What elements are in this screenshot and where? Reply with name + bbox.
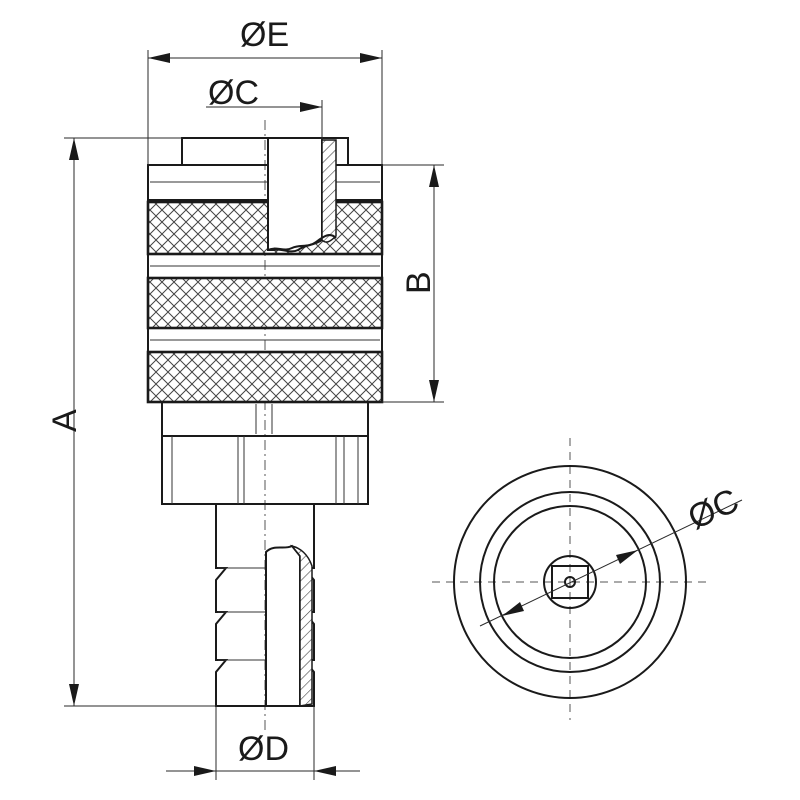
hex-nut [161,401,369,505]
dimension-e: ØE [147,16,383,165]
bore-ring [543,555,597,609]
dim-e-label: ØE [240,16,289,54]
outer-ring [453,465,687,699]
dim-c-end-label: ØC [682,481,744,537]
dimension-a: A [46,137,216,707]
side-view [146,120,384,730]
knurled-band-1 [148,202,382,254]
dim-b-label: B [400,271,438,294]
middle-ring [479,491,661,673]
dim-c-top-label: ØC [208,74,259,112]
dimension-c-top: ØC [206,74,323,140]
dim-d-label: ØD [238,730,289,768]
body-groove-2 [147,328,383,352]
dimension-b: B [382,164,444,403]
valve-center [564,576,576,588]
barb-cutaway [265,544,313,707]
knurled-band-2 [148,278,382,328]
top-cutaway [267,137,337,253]
dimension-d: ØD [166,706,360,780]
knurled-band-3 [148,352,382,402]
dim-a-label: A [46,409,84,432]
valve-stem [551,565,589,599]
body-groove-1 [147,254,383,278]
inner-ring [493,505,647,659]
end-view: ØC [432,438,745,720]
